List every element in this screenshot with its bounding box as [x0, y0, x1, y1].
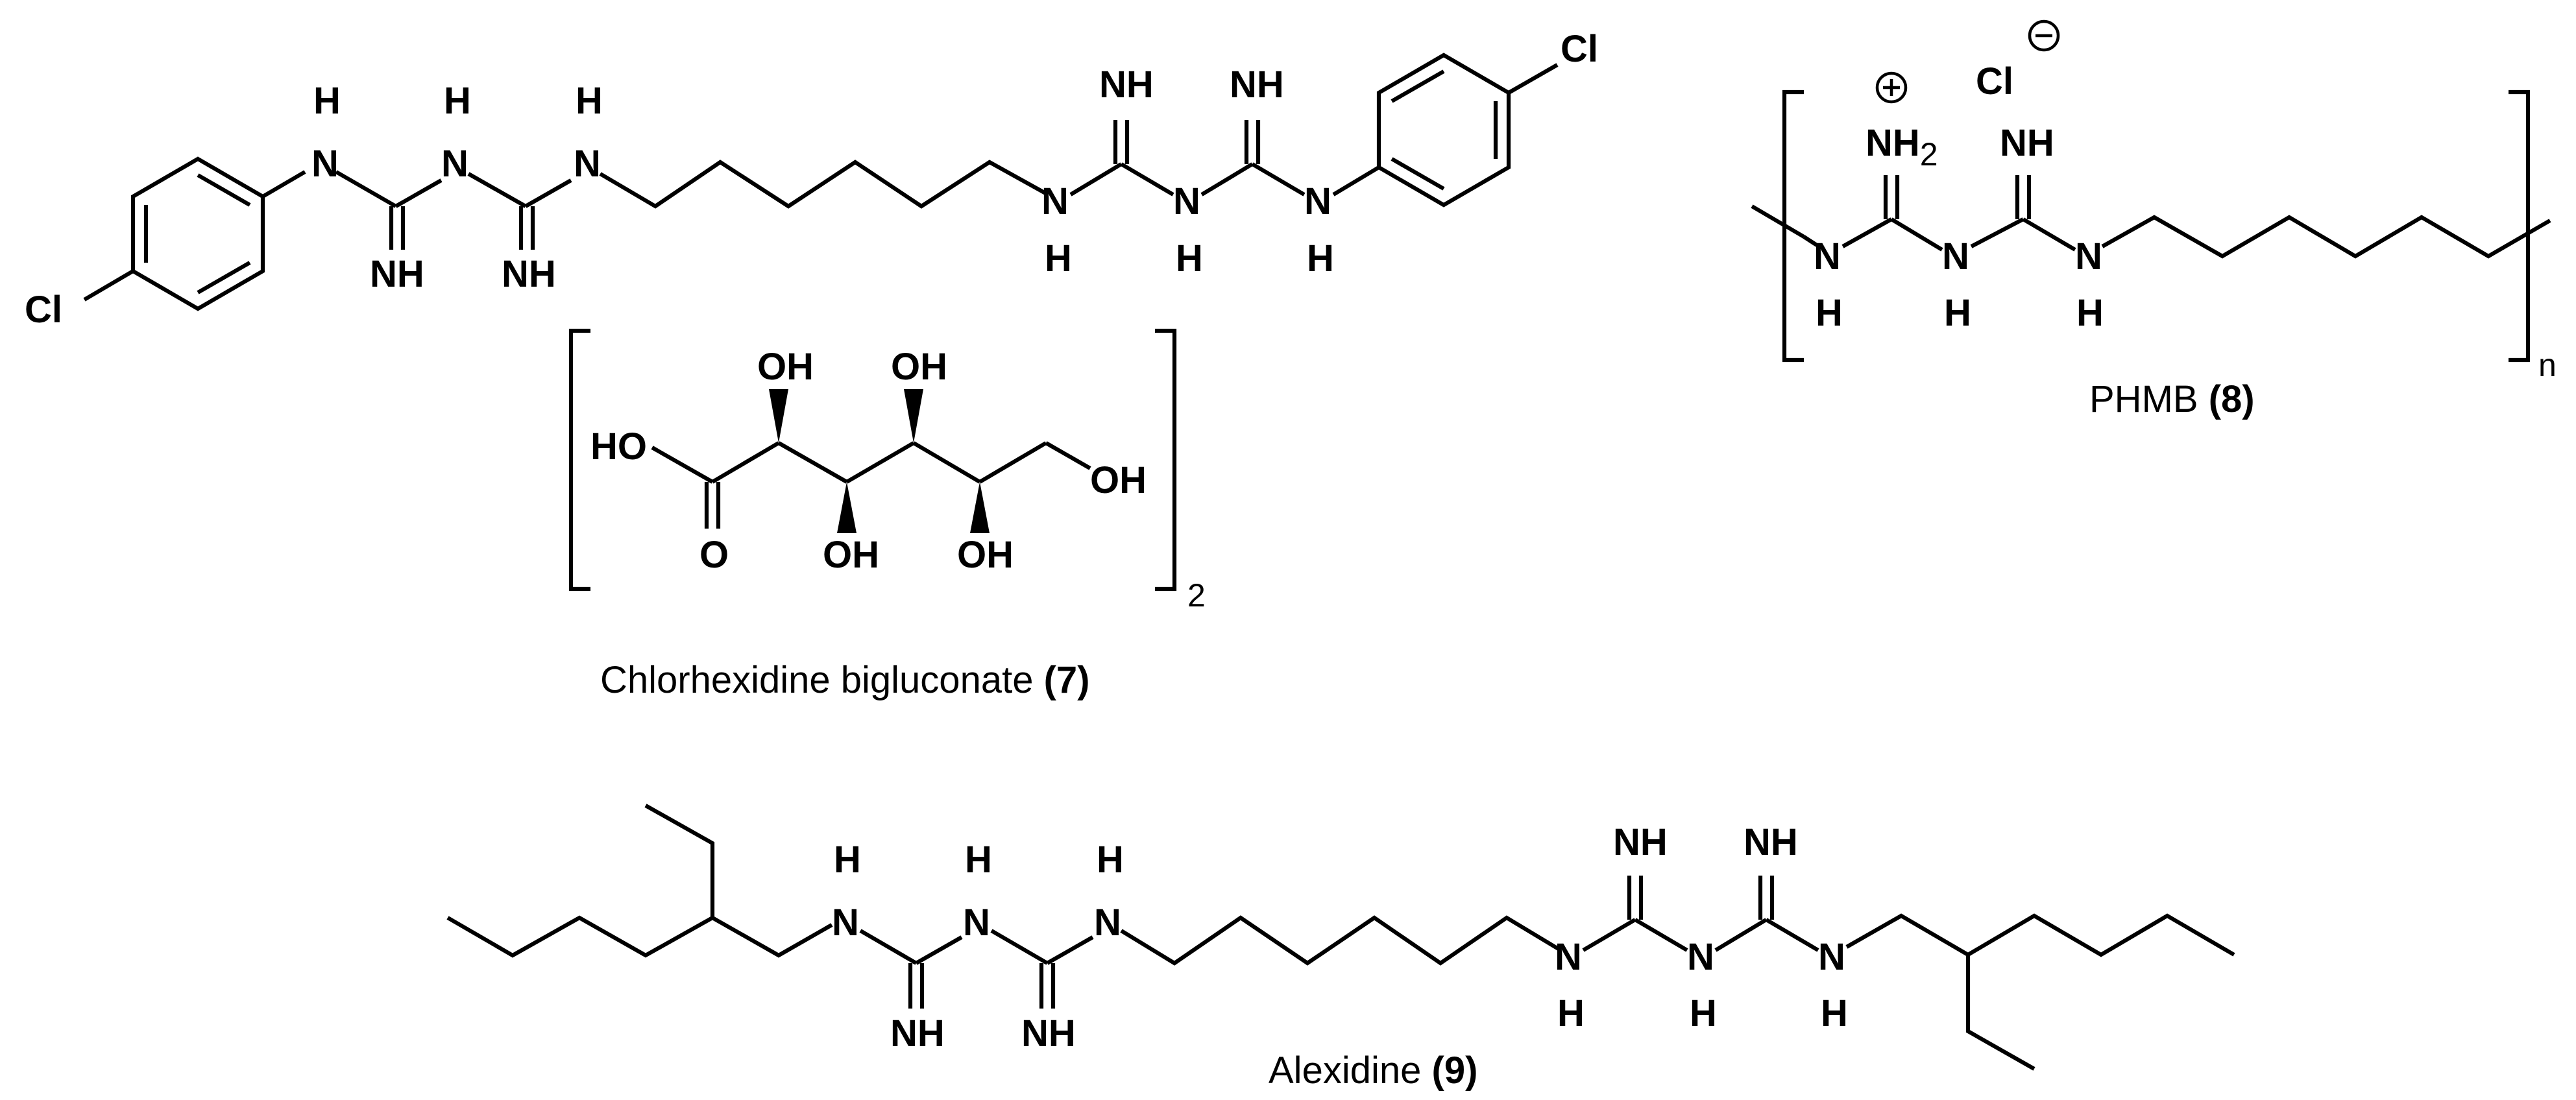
alex-atom-n1: N [832, 902, 859, 944]
alex-atom-h1: H [834, 839, 861, 881]
alex-atom-n3: N [1094, 902, 1121, 944]
alex-atom-h3: H [1097, 839, 1124, 881]
caption-chlorhexidine: Chlorhexidine bigluconate (7) [600, 659, 1089, 701]
alex-atom-h6: H [1821, 992, 1848, 1034]
alex-atom-imine-3: NH [1613, 821, 1668, 863]
phmb-repeat-n: n [2538, 347, 2557, 383]
plus-charge-icon [1875, 71, 1908, 104]
atom-ho: HO [590, 425, 647, 468]
alex-atom-n2: N [963, 902, 990, 944]
phmb-atom-h3: H [2076, 292, 2104, 334]
alex-atom-imine-4: NH [1744, 821, 1798, 863]
atom-oh-c4: OH [891, 346, 947, 388]
right-chlorophenyl-ring [1332, 53, 1559, 208]
atom-imine-1: NH [370, 253, 424, 295]
phmb-structure: n N H NH2 N H NH N H Cl [1751, 19, 2557, 383]
atom-h2: H [444, 80, 471, 122]
alex-atom-n5: N [1687, 936, 1714, 978]
wedge-c3 [837, 482, 857, 533]
atom-imine-2: NH [502, 253, 556, 295]
atom-n6: N [1304, 180, 1331, 222]
phmb-atom-imine: NH [2000, 122, 2054, 164]
alex-atom-h4: H [1557, 992, 1585, 1034]
atom-n3: N [574, 143, 601, 185]
caption-phmb: PHMB (8) [2089, 378, 2255, 420]
alex-atom-imine-1: NH [890, 1012, 945, 1055]
wedge-c5 [970, 482, 990, 533]
atom-h1: H [313, 80, 341, 122]
gluconate-counterion: 2 HO O OH OH OH OH OH [568, 328, 1206, 614]
atom-cl-left: Cl [25, 289, 62, 331]
chlorhexidine-structure: Cl N H NH N H NH N H N H NH N H NH N [25, 28, 1598, 331]
alex-atom-h5: H [1690, 992, 1717, 1034]
atom-oh-c5: OH [957, 534, 1014, 576]
atom-n5: N [1173, 180, 1200, 222]
phmb-atom-n2: N [1942, 235, 1969, 278]
alex-atom-h2: H [965, 839, 992, 881]
phmb-atom-n1: N [1814, 235, 1841, 278]
phmb-right-bracket [2509, 90, 2531, 363]
atom-imine-4: NH [1230, 64, 1284, 106]
atom-h3: H [576, 80, 603, 122]
alexidine-structure: N H NH N H NH N H N H NH N H NH N H [446, 804, 2235, 1071]
atom-imine-3: NH [1099, 64, 1154, 106]
atom-n1: N [311, 143, 339, 185]
atom-oh-c3: OH [823, 534, 879, 576]
caption-alexidine: Alexidine (9) [1269, 1049, 1477, 1092]
atom-oh-c2: OH [757, 346, 814, 388]
atom-oh-c6: OH [1090, 459, 1147, 501]
alex-atom-imine-2: NH [1021, 1012, 1076, 1055]
atom-h5: H [1176, 237, 1203, 280]
atom-carbonyl-o: O [699, 534, 729, 576]
phmb-atom-h2: H [1944, 292, 1971, 334]
atom-n2: N [441, 143, 468, 185]
phmb-counterion-cl: Cl [1976, 60, 2013, 102]
phmb-atom-h1: H [1816, 292, 1843, 334]
atom-h4: H [1045, 237, 1072, 280]
wedge-c4 [904, 389, 923, 443]
atom-n4: N [1041, 180, 1069, 222]
left-bracket [568, 328, 590, 592]
atom-h6: H [1307, 237, 1334, 280]
phmb-atom-nh2: NH2 [1865, 122, 1938, 173]
wedge-c2 [769, 389, 788, 443]
alex-atom-n4: N [1555, 936, 1582, 978]
atom-cl-right: Cl [1561, 28, 1598, 70]
gluconate-multiplier: 2 [1187, 577, 1206, 614]
phmb-atom-n3: N [2075, 235, 2102, 278]
alex-atom-n6: N [1818, 936, 1845, 978]
left-chlorophenyl-ring [83, 156, 306, 311]
right-bracket [1155, 328, 1177, 592]
minus-charge-icon [2028, 19, 2060, 52]
